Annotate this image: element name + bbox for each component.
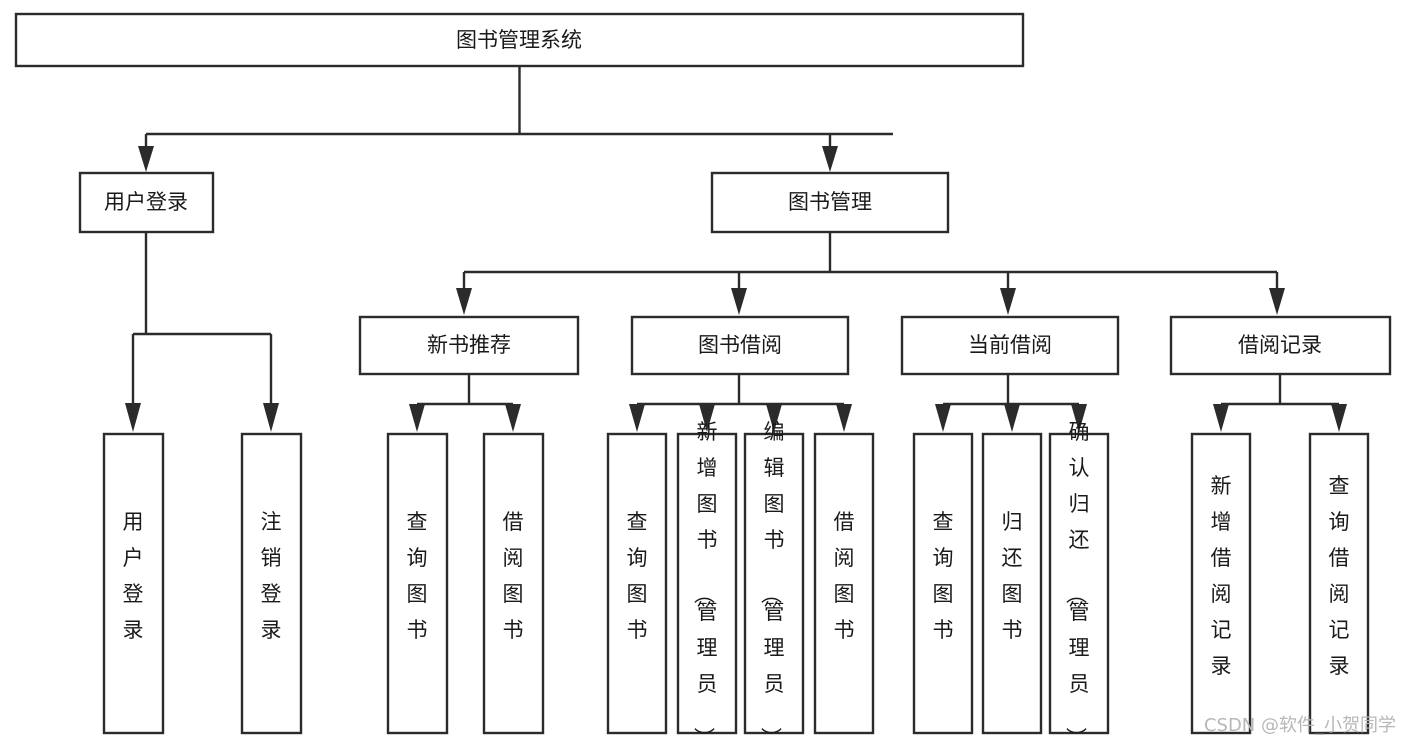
leaf-new-book-1-box[interactable] xyxy=(386,432,449,735)
arrow-head-borrow-leaf-4 xyxy=(836,404,852,432)
node-user-login[interactable]: 用户登录 xyxy=(78,171,215,234)
arrow-head-current-leaf-3 xyxy=(1071,404,1087,432)
arrow-head-root-to-user-login xyxy=(138,146,154,172)
leaf-current-2-box[interactable] xyxy=(981,432,1043,735)
leaf-user-login-2-box[interactable] xyxy=(240,432,303,735)
arrow-head-borrow-leaf-3 xyxy=(766,404,782,432)
arrow-head-current-leaf-1 xyxy=(935,404,951,432)
node-new-book-recommend-label: 新书推荐 xyxy=(427,333,511,357)
arrow-head-borrow-leaf-2 xyxy=(699,404,715,432)
node-new-book-recommend[interactable]: 新书推荐 xyxy=(358,315,580,376)
leaf-current-3-box[interactable] xyxy=(1048,432,1110,735)
arrow-head-records-leaf-2 xyxy=(1331,404,1347,432)
node-root[interactable]: 图书管理系统 xyxy=(14,12,1025,68)
leaf-new-book-1-label: 查询图书 xyxy=(407,510,428,642)
leaf-borrow-1[interactable]: 查询图书 xyxy=(606,432,668,735)
node-current-borrow-box[interactable] xyxy=(900,315,1120,376)
leaf-new-book-2[interactable]: 借阅图书 xyxy=(482,432,545,735)
node-new-book-recommend-box[interactable] xyxy=(358,315,580,376)
leaf-user-login-2[interactable]: 注销登录 xyxy=(240,432,303,735)
leaf-records-2-box[interactable] xyxy=(1308,432,1370,735)
arrow-head-root-to-book-mgmt xyxy=(822,146,838,172)
node-book-borrow[interactable]: 图书借阅 xyxy=(630,315,850,376)
watermark-text: CSDN @软件_小贺同学 xyxy=(1204,715,1396,736)
arrow-head-borrow-leaf-1 xyxy=(629,404,645,432)
node-borrow-records-box[interactable] xyxy=(1169,315,1392,376)
arrow-head-user-login-leaf-1 xyxy=(125,403,141,432)
leaf-user-login-1-box[interactable] xyxy=(102,432,165,735)
leaf-borrow-4-box[interactable] xyxy=(813,432,875,735)
leaf-borrow-2[interactable]: 新增图书（管理员） xyxy=(676,420,738,747)
leaf-borrow-2-box[interactable] xyxy=(676,432,738,735)
leaf-current-2-label: 归还图书 xyxy=(1002,510,1023,642)
connector-layer xyxy=(125,66,1347,432)
node-borrow-records-label: 借阅记录 xyxy=(1238,333,1322,357)
leaf-records-2-label: 查询借阅记录 xyxy=(1329,474,1350,678)
leaf-borrow-2-label: 新增图书（管理员） xyxy=(692,420,718,747)
arrow-head-new-book-leaf-2 xyxy=(505,404,521,432)
leaf-current-1[interactable]: 查询图书 xyxy=(912,432,974,735)
node-root-label: 图书管理系统 xyxy=(456,28,582,52)
node-book-management-box[interactable] xyxy=(710,171,950,234)
leaf-current-1-box[interactable] xyxy=(912,432,974,735)
leaf-borrow-4[interactable]: 借阅图书 xyxy=(813,432,875,735)
leaf-new-book-2-label: 借阅图书 xyxy=(503,510,524,642)
leaf-user-login-1-label: 用户登录 xyxy=(123,510,144,642)
arrow-head-current-leaf-2 xyxy=(1004,404,1020,432)
leaf-records-1-label: 新增借阅记录 xyxy=(1211,474,1232,678)
leaf-current-3[interactable]: 确认归还（管理员） xyxy=(1048,420,1110,747)
leaf-borrow-4-label: 借阅图书 xyxy=(834,510,855,642)
arrow-head-book-mgmt-records xyxy=(1269,288,1285,315)
leaf-records-2[interactable]: 查询借阅记录 xyxy=(1308,432,1370,735)
node-borrow-records[interactable]: 借阅记录 xyxy=(1169,315,1392,376)
leaf-new-book-1[interactable]: 查询图书 xyxy=(386,432,449,735)
leaf-borrow-1-box[interactable] xyxy=(606,432,668,735)
node-book-management-label: 图书管理 xyxy=(788,190,872,214)
node-current-borrow-label: 当前借阅 xyxy=(968,333,1052,357)
node-root-box[interactable] xyxy=(14,12,1025,68)
leaf-borrow-3-box[interactable] xyxy=(743,432,805,735)
node-current-borrow[interactable]: 当前借阅 xyxy=(900,315,1120,376)
node-user-login-label: 用户登录 xyxy=(104,190,188,214)
leaf-current-2[interactable]: 归还图书 xyxy=(981,432,1043,735)
arrow-head-book-mgmt-current xyxy=(1000,288,1016,315)
arrow-head-new-book-leaf-1 xyxy=(409,404,425,432)
leaf-current-3-label: 确认归还（管理员） xyxy=(1064,420,1090,747)
arrow-head-book-mgmt-new-book xyxy=(456,288,472,315)
leaf-borrow-1-label: 查询图书 xyxy=(627,510,648,642)
leaf-new-book-2-box[interactable] xyxy=(482,432,545,735)
arrow-head-user-login-leaf-2 xyxy=(263,403,279,432)
leaf-records-1[interactable]: 新增借阅记录 xyxy=(1190,432,1252,735)
leaf-borrow-3-label: 编辑图书（管理员） xyxy=(759,420,785,747)
leaf-user-login-2-label: 注销登录 xyxy=(261,510,282,642)
leaf-current-1-label: 查询图书 xyxy=(933,510,954,642)
node-user-login-box[interactable] xyxy=(78,171,215,234)
arrow-head-records-leaf-1 xyxy=(1213,404,1229,432)
leaf-records-1-box[interactable] xyxy=(1190,432,1252,735)
node-book-borrow-label: 图书借阅 xyxy=(698,333,782,357)
node-book-management[interactable]: 图书管理 xyxy=(710,171,950,234)
node-book-borrow-box[interactable] xyxy=(630,315,850,376)
leaf-user-login-1[interactable]: 用户登录 xyxy=(102,432,165,735)
leaf-borrow-3[interactable]: 编辑图书（管理员） xyxy=(743,420,805,747)
arrow-head-book-mgmt-borrow xyxy=(731,288,747,315)
